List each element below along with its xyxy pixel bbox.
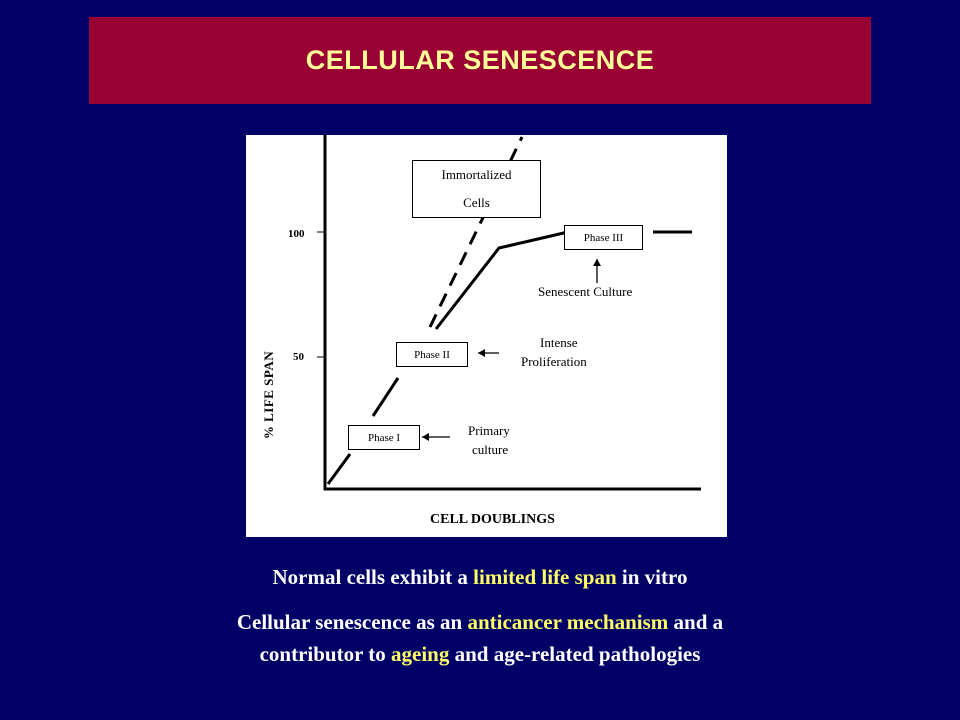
caption-line3-highlight: ageing xyxy=(391,642,450,666)
caption-line1-highlight: limited life span xyxy=(473,565,617,589)
diagram-lines xyxy=(317,135,701,491)
primary-label-line2: culture xyxy=(472,442,509,457)
senescent-culture-label: Senescent Culture xyxy=(538,284,633,299)
y-tick-label-50: 50 xyxy=(293,351,304,363)
slide-title: CELLULAR SENESCENCE xyxy=(305,45,655,75)
arrow-primary-head xyxy=(422,433,429,441)
immortalized-label-line1: Immortalized xyxy=(441,167,512,182)
caption-line3-text: contributor to xyxy=(259,642,392,666)
y-axis-label: % LIFE SPAN xyxy=(261,350,276,440)
caption-line1-text-end: in vitro xyxy=(616,565,688,589)
caption-line3: contributor to ageing and age-related pa… xyxy=(0,638,960,670)
phase2-box: Phase II xyxy=(396,342,468,367)
intense-label-line2: Proliferation xyxy=(521,354,587,369)
phase1-label: Phase I xyxy=(367,431,401,444)
immortalized-dashed-line xyxy=(428,136,524,328)
phase1-segment xyxy=(326,453,352,485)
arrow-senescent-head xyxy=(593,259,601,266)
phase1-box: Phase I xyxy=(348,425,420,450)
primary-label-line1: Primary xyxy=(468,423,510,438)
x-axis-label: CELL DOUBLINGS xyxy=(430,512,555,527)
intense-label-line1: Intense xyxy=(540,335,578,350)
caption-line3-text-end: and age-related pathologies xyxy=(449,642,701,666)
title-bar: CELLULAR SENESCENCE xyxy=(89,17,871,104)
phase3-label: Phase III xyxy=(583,231,624,244)
arrow-intense-head xyxy=(478,349,485,357)
y-tick-label-100: 100 xyxy=(288,228,305,240)
senescence-diagram: % LIFE SPAN 100 50 Immortalized Cells Ph… xyxy=(246,135,727,537)
caption-line1: Normal cells exhibit a limited life span… xyxy=(0,561,960,593)
immortalized-cells-box: Immortalized Cells xyxy=(412,160,541,218)
caption-line2: Cellular senescence as an anticancer mec… xyxy=(0,606,960,638)
phase2-label: Phase II xyxy=(414,348,450,361)
immortalized-label-line2: Cells xyxy=(463,195,490,210)
caption-line2-text: Cellular senescence as an xyxy=(236,610,468,634)
caption-line1-text: Normal cells exhibit a xyxy=(272,565,474,589)
caption-line2-text-end: and a xyxy=(668,610,724,634)
phase3-box: Phase III xyxy=(564,225,643,250)
phase1-2-segment xyxy=(371,377,400,417)
normal-growth-curve xyxy=(434,230,569,330)
caption-line2-highlight: anticancer mechanism xyxy=(467,610,669,634)
